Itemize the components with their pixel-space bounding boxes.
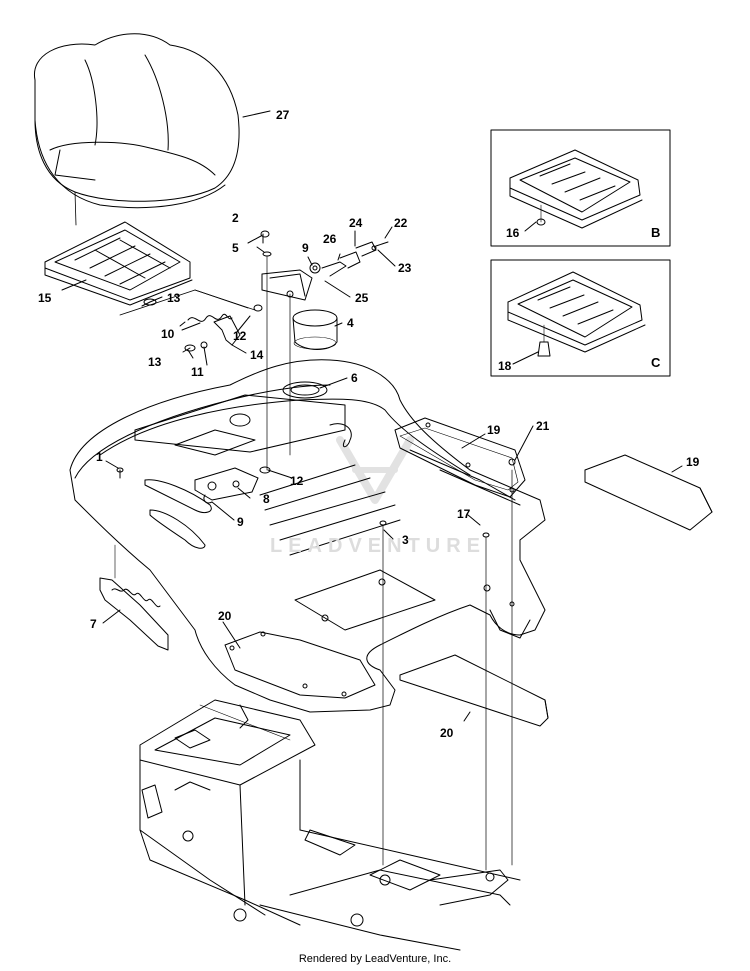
inset-label-b: B [651, 225, 660, 240]
seat-adjust-plate [99, 544, 169, 651]
seat-bracket [261, 241, 389, 456]
callout-6: 6 [351, 371, 358, 385]
callout-11: 11 [191, 365, 204, 379]
callout-17: 17 [457, 507, 471, 521]
callout-14: 14 [250, 348, 264, 362]
callout-3: 3 [402, 533, 409, 547]
fender-body [69, 359, 546, 713]
inset-label-c: C [651, 355, 661, 370]
callout-13-lower: 13 [148, 355, 162, 369]
callout-21: 21 [536, 419, 550, 433]
seat-pan [44, 221, 193, 306]
bracket-8 [194, 466, 271, 504]
floor-mat-20-loose [399, 654, 549, 727]
callout-5: 5 [232, 241, 239, 255]
inset-box-c [490, 259, 671, 377]
callout-20-loose: 20 [440, 726, 454, 740]
callout-4: 4 [347, 316, 354, 330]
callout-19-body: 19 [487, 423, 501, 437]
callout-22: 22 [394, 216, 408, 230]
fuel-cap [292, 309, 338, 350]
callout-15: 15 [38, 291, 52, 305]
callout-16: 16 [506, 226, 520, 240]
callout-19-loose: 19 [686, 455, 700, 469]
callouts: 27 2 5 9 26 24 22 23 25 4 15 13 10 12 13… [38, 108, 700, 740]
callout-25: 25 [355, 291, 369, 305]
callout-12-upper: 12 [233, 329, 247, 343]
callout-1: 1 [96, 450, 103, 464]
seat [34, 33, 240, 226]
watermark [336, 436, 414, 504]
floor-mat-19 [394, 417, 526, 866]
hardware-bolts [141, 230, 272, 471]
callout-26: 26 [323, 232, 337, 246]
callout-10: 10 [161, 327, 175, 341]
floor-mat-19-loose [584, 454, 713, 531]
callout-23: 23 [398, 261, 412, 275]
inset-box-b [490, 129, 671, 247]
watermark-text: LEADVENTURE [270, 535, 486, 557]
callout-9-lower: 9 [237, 515, 244, 529]
tractor-frame [139, 699, 521, 951]
body-bolts [116, 467, 490, 871]
callout-12-lower: 12 [290, 474, 304, 488]
callout-7: 7 [90, 617, 97, 631]
callout-9-top: 9 [302, 241, 309, 255]
callout-8: 8 [263, 492, 270, 506]
callout-27: 27 [276, 108, 290, 122]
callout-2: 2 [232, 211, 239, 225]
footer-credit: Rendered by LeadVenture, Inc. [298, 953, 452, 965]
leader-lines [61, 110, 683, 722]
callout-13-upper: 13 [167, 291, 181, 305]
callout-24: 24 [349, 216, 363, 230]
callout-18: 18 [498, 359, 512, 373]
callout-20-body: 20 [218, 609, 232, 623]
